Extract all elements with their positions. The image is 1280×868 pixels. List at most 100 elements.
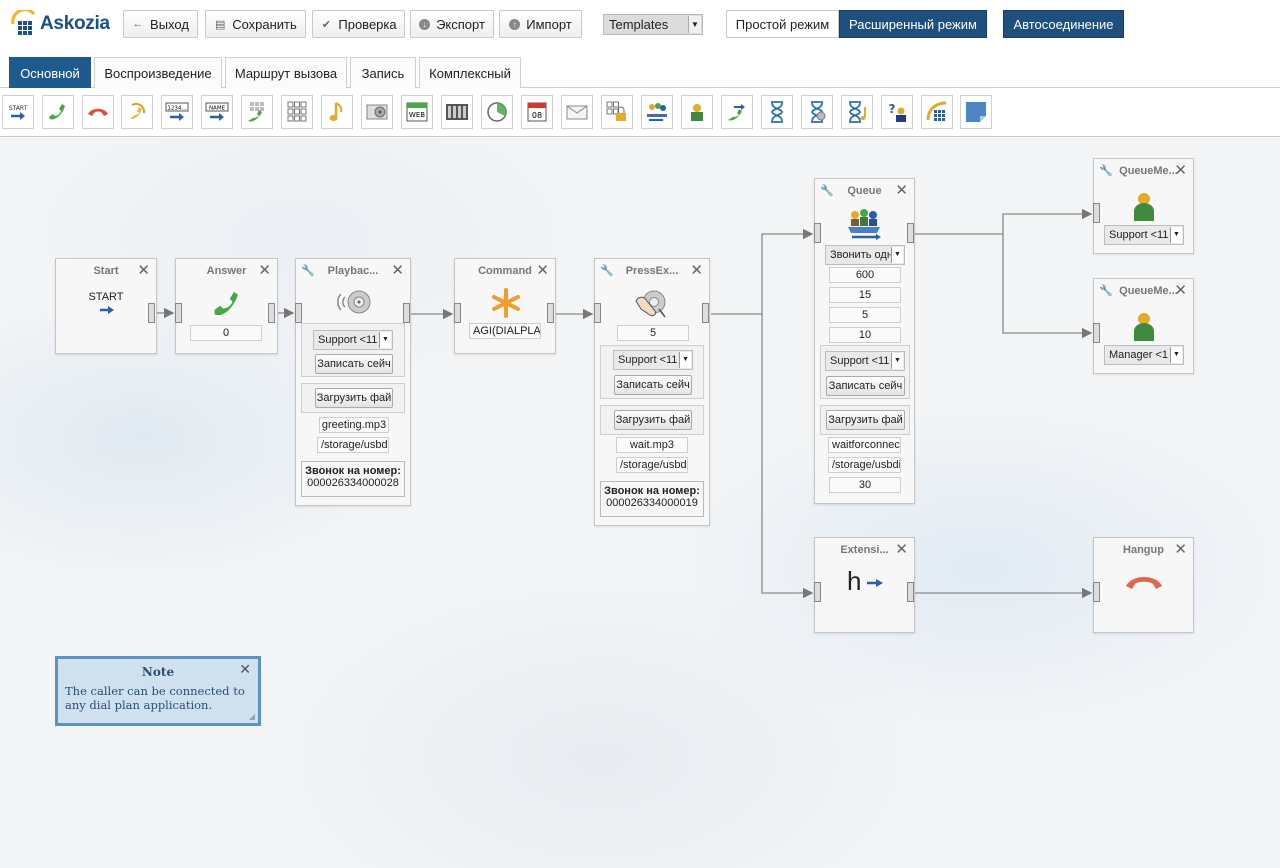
input-port[interactable] <box>175 303 182 323</box>
queue-maxlen-field[interactable]: 5 <box>829 307 901 323</box>
queue-tool-icon[interactable] <box>641 95 673 129</box>
queue-member-select[interactable]: Manager <1▼ <box>1104 345 1184 365</box>
tab-call-route[interactable]: Маршрут вызова <box>225 57 347 88</box>
output-port[interactable] <box>702 303 709 323</box>
command-field[interactable]: AGI(DIALPLAN <box>469 323 541 339</box>
advanced-mode-button[interactable]: Расширенный режим <box>839 10 987 38</box>
queue-member-select[interactable]: Support <11▼ <box>1104 225 1184 245</box>
answer-delay-field[interactable]: 0 <box>190 325 262 341</box>
askozia-logo[interactable]: Askozia <box>10 8 112 42</box>
record-now-button[interactable]: Записать сейч <box>826 376 905 396</box>
record-now-button[interactable]: Записать сейч <box>614 375 692 395</box>
mail-tool-icon[interactable] <box>561 95 593 129</box>
queue-node[interactable]: 🔧 Queue ✕ Звонить одн▼ 600 15 5 10 Suppo… <box>814 178 915 504</box>
music-tool-icon[interactable] <box>321 95 353 129</box>
output-port[interactable] <box>547 303 554 323</box>
import-button[interactable]: ↑ Импорт <box>499 10 582 38</box>
dialplan-canvas[interactable]: Start ✕ START Answer ✕ 0 🔧 Playbac... ✕ … <box>0 138 1280 868</box>
input-port[interactable] <box>1093 203 1100 223</box>
upload-file-button[interactable]: Загрузить фай <box>315 388 393 408</box>
pressext-user-select[interactable]: Support <11▼ <box>613 350 693 370</box>
file-name-field[interactable]: waitforconnect <box>828 437 901 453</box>
hangup-tool-icon[interactable] <box>82 95 114 129</box>
close-icon[interactable]: ✕ <box>1174 541 1187 558</box>
close-icon[interactable]: ✕ <box>239 662 251 678</box>
close-icon[interactable]: ✕ <box>690 262 703 279</box>
queue-user-select[interactable]: Support <11▼ <box>825 351 905 371</box>
wrench-icon[interactable]: 🔧 <box>820 185 834 197</box>
check-button[interactable]: ✔ Проверка <box>312 10 405 38</box>
start-node[interactable]: Start ✕ START <box>55 258 157 354</box>
name-input-tool-icon[interactable]: NAME <box>201 95 233 129</box>
input-port[interactable] <box>594 303 601 323</box>
digits-field[interactable]: 5 <box>617 325 689 341</box>
film-tool-icon[interactable] <box>441 95 473 129</box>
queue-member-node-1[interactable]: 🔧 QueueMe... ✕ Support <11▼ <box>1093 158 1194 254</box>
wait-sound-tool-icon[interactable] <box>801 95 833 129</box>
wrench-icon[interactable]: 🔧 <box>1099 165 1113 177</box>
file-name-field[interactable]: greeting.mp3 <box>319 417 389 433</box>
wait-tool-icon[interactable] <box>761 95 793 129</box>
resize-grip-icon[interactable]: ◢ <box>248 712 255 721</box>
record-now-button[interactable]: Записать сейч <box>315 354 393 374</box>
close-icon[interactable]: ✕ <box>895 182 908 199</box>
note-box[interactable]: Note ✕ The caller can be connected to an… <box>55 656 261 726</box>
command-node[interactable]: Command ✕ AGI(DIALPLAN <box>454 258 556 354</box>
number-input-tool-icon[interactable]: 1234... <box>161 95 193 129</box>
answer-node[interactable]: Answer ✕ 0 <box>175 258 278 354</box>
queue-timeout-field[interactable]: 600 <box>829 267 901 283</box>
user-question-tool-icon[interactable]: ? <box>881 95 913 129</box>
input-port[interactable] <box>814 582 821 602</box>
lock-tool-icon[interactable] <box>681 95 713 129</box>
tab-playback[interactable]: Воспроизведение <box>94 57 222 88</box>
note-tool-icon[interactable] <box>960 95 992 129</box>
phone-keypad-tool-icon[interactable] <box>921 95 953 129</box>
queue-ring-field[interactable]: 10 <box>829 327 901 343</box>
export-button[interactable]: ↓ Экспорт <box>410 10 494 38</box>
keypad-tool-icon[interactable] <box>281 95 313 129</box>
file-path-field[interactable]: /storage/usbdis <box>616 457 688 473</box>
answer-tool-icon[interactable] <box>42 95 74 129</box>
web-tool-icon[interactable]: WEB <box>401 95 433 129</box>
save-button[interactable]: ▤ Сохранить <box>205 10 306 38</box>
input-port[interactable] <box>814 223 821 243</box>
speaker-tool-icon[interactable] <box>361 95 393 129</box>
file-name-field[interactable]: wait.mp3 <box>616 437 688 453</box>
playback-node[interactable]: 🔧 Playbac... ✕ Support <11▼ Записать сей… <box>295 258 411 506</box>
wrench-icon[interactable]: 🔧 <box>1099 285 1113 297</box>
queue-retry-field[interactable]: 15 <box>829 287 901 303</box>
extension-node[interactable]: Extensi... ✕ h <box>814 537 915 633</box>
hangup-node[interactable]: Hangup ✕ <box>1093 537 1194 633</box>
templates-select[interactable]: Templates ▼ <box>603 14 703 35</box>
output-port[interactable] <box>403 303 410 323</box>
close-icon[interactable]: ✕ <box>258 262 271 279</box>
output-port[interactable] <box>148 303 155 323</box>
upload-file-button[interactable]: Загрузить фай <box>826 410 905 430</box>
close-icon[interactable]: ✕ <box>137 262 150 279</box>
calendar-tool-icon[interactable]: 08 <box>521 95 553 129</box>
close-icon[interactable]: ✕ <box>1174 282 1187 299</box>
input-port[interactable] <box>295 303 302 323</box>
redirect-tool-icon[interactable] <box>121 95 153 129</box>
queue-member-node-2[interactable]: 🔧 QueueMe... ✕ Manager <1▼ <box>1093 278 1194 374</box>
start-tool-icon[interactable]: START <box>2 95 34 129</box>
wrench-icon[interactable]: 🔧 <box>600 265 614 277</box>
transfer-tool-icon[interactable] <box>721 95 753 129</box>
dial-keypad-tool-icon[interactable] <box>241 95 273 129</box>
keypad-lock-tool-icon[interactable] <box>601 95 633 129</box>
queue-wait-field[interactable]: 30 <box>829 477 901 493</box>
simple-mode-button[interactable]: Простой режим <box>726 10 839 38</box>
tab-record[interactable]: Запись <box>350 57 416 88</box>
input-port[interactable] <box>1093 323 1100 343</box>
close-icon[interactable]: ✕ <box>1174 162 1187 179</box>
output-port[interactable] <box>907 223 914 243</box>
playback-user-select[interactable]: Support <11▼ <box>313 330 393 350</box>
input-port[interactable] <box>454 303 461 323</box>
close-icon[interactable]: ✕ <box>391 262 404 279</box>
time-condition-tool-icon[interactable] <box>481 95 513 129</box>
tab-basic[interactable]: Основной <box>9 57 91 88</box>
output-port[interactable] <box>268 303 275 323</box>
wrench-icon[interactable]: 🔧 <box>301 265 315 277</box>
queue-strategy-select[interactable]: Звонить одн▼ <box>825 245 905 265</box>
autoconnect-button[interactable]: Автосоединение <box>1003 10 1124 38</box>
